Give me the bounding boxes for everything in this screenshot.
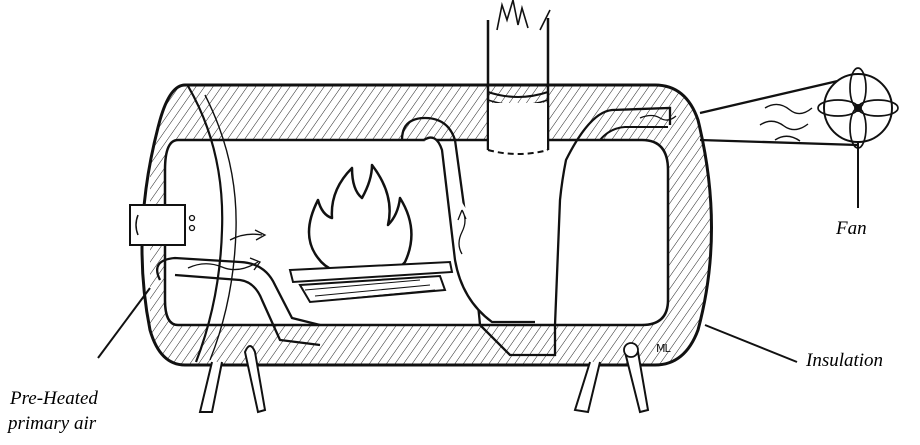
door-latch (130, 205, 195, 245)
artist-signature: ML (656, 342, 670, 355)
insulation-leader-line (705, 325, 797, 362)
preheated-air-label-line1: Pre-Heated (10, 388, 98, 410)
inner-firebox (165, 140, 668, 325)
fan-icon (818, 68, 898, 148)
preheated-air-label-line2: primary air (8, 413, 96, 435)
preheated-air-leader-line (98, 288, 150, 358)
insulation-label: Insulation (806, 350, 883, 372)
chimney (488, 0, 550, 154)
fan-label: Fan (836, 218, 867, 240)
